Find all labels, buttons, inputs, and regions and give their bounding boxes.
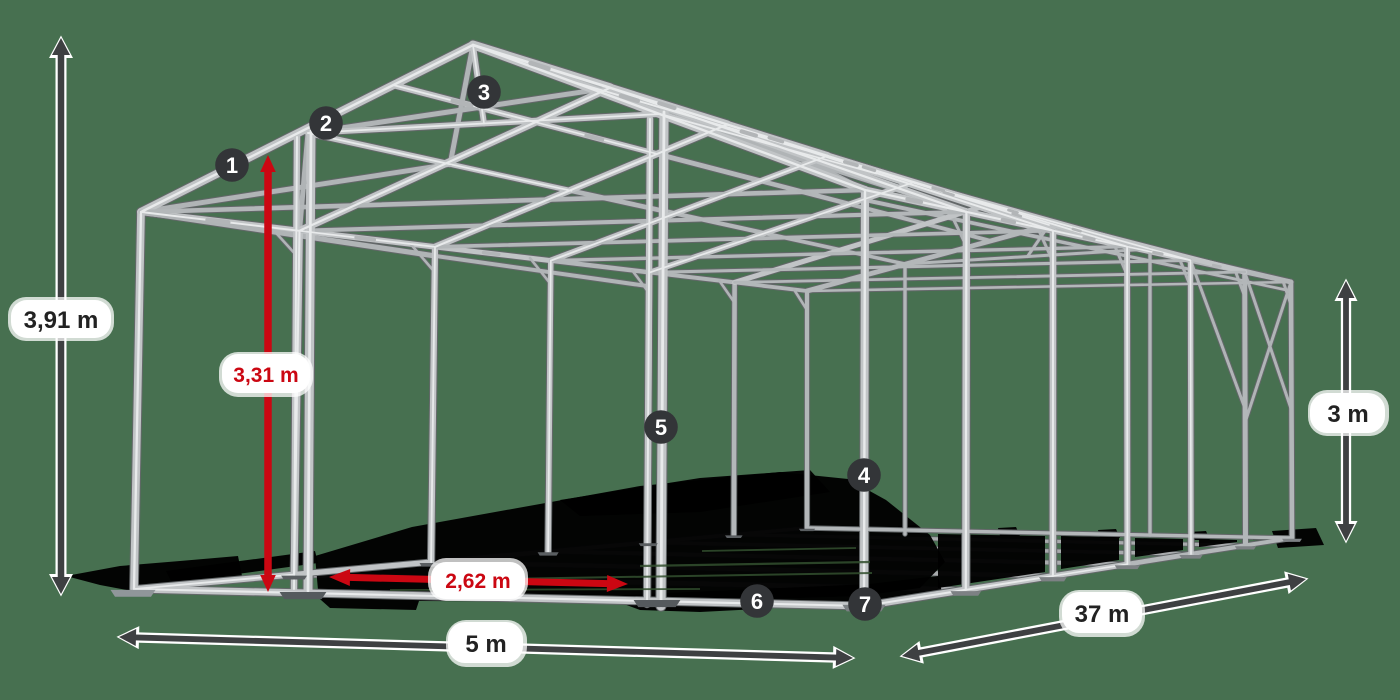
- svg-text:2,62 m: 2,62 m: [445, 570, 510, 593]
- svg-text:2: 2: [320, 111, 332, 136]
- svg-text:5: 5: [655, 415, 667, 440]
- svg-text:7: 7: [859, 592, 871, 617]
- svg-text:37 m: 37 m: [1075, 601, 1130, 628]
- svg-text:3,91 m: 3,91 m: [24, 307, 99, 334]
- svg-text:1: 1: [226, 153, 238, 178]
- svg-text:3 m: 3 m: [1327, 401, 1368, 428]
- svg-text:3: 3: [478, 80, 490, 105]
- svg-text:4: 4: [858, 463, 871, 488]
- svg-text:3,31 m: 3,31 m: [233, 364, 298, 387]
- svg-text:6: 6: [751, 589, 763, 614]
- svg-text:5 m: 5 m: [465, 631, 506, 658]
